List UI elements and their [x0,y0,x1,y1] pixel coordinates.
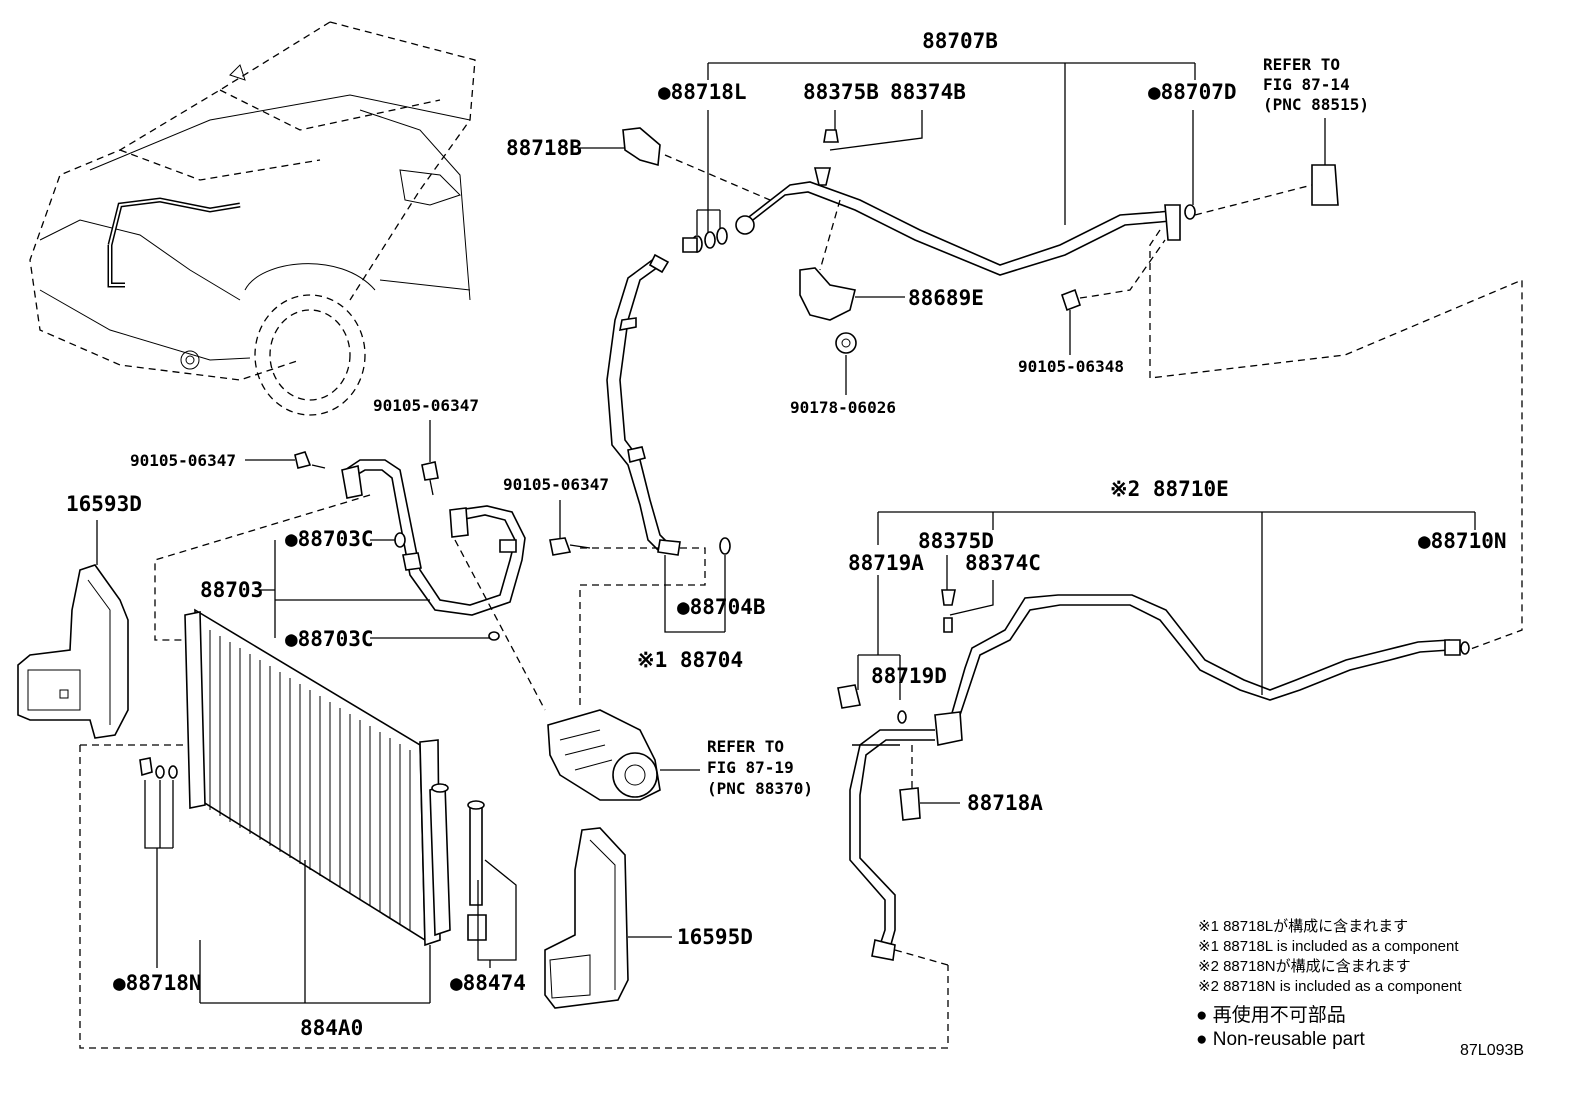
label-88710E: ※2 88710E [1110,477,1229,501]
vehicle-illustration [29,21,476,416]
part-labels: 88707B ●88718L 88375B 88374B ●88707D REF… [66,29,1507,1040]
shroud-left [17,520,129,739]
label-88718N: ●88718N [113,971,202,995]
compressor [547,709,700,801]
label-88718L: ●88718L [658,80,747,104]
label-88374B: 88374B [890,80,966,104]
label-88375D: 88375D [918,529,994,553]
note-1-en: ※1 88718L is included as a component [1198,938,1459,955]
label-90178-06026: 90178-06026 [790,398,896,417]
footnotes: ※1 88718Lが構成に含まれます ※1 88718L is included… [1196,918,1524,1059]
label-88703C-bottom: ●88703C [285,627,374,651]
label-90105-06347-top: 90105-06347 [373,396,479,415]
label-88374C: 88374C [965,551,1041,575]
shroud-right [544,827,672,1009]
refer-fig-87-19-line3: (PNC 88370) [707,779,813,798]
label-88707D: ●88707D [1148,80,1237,104]
label-88375B: 88375B [803,80,879,104]
condenser [79,608,949,1049]
label-88707B: 88707B [922,29,998,53]
label-88718A: 88718A [967,791,1043,815]
label-16595D: 16595D [677,925,753,949]
label-90105-06347-mid: 90105-06347 [503,475,609,494]
label-88703C-top: ●88703C [285,527,374,551]
label-88474: ●88474 [450,971,526,995]
refer-fig-87-14-line2: FIG 87-14 [1263,75,1350,94]
label-90105-06347-left: 90105-06347 [130,451,236,470]
suction-hose-assembly [549,253,731,710]
discharge-hose-assembly [580,62,1523,651]
label-88719D: 88719D [871,664,947,688]
note-2-jp: ※2 88718Nが構成に含まれます [1198,958,1411,975]
label-88703: 88703 [200,578,263,602]
label-88689E: 88689E [908,286,984,310]
label-88719A: 88719A [848,551,924,575]
label-88710N: ●88710N [1418,529,1507,553]
refer-fig-87-14-line1: REFER TO [1263,55,1340,74]
refer-fig-87-19-line1: REFER TO [707,737,784,756]
label-90105-06348: 90105-06348 [1018,357,1124,376]
legend-non-reusable-en: ● Non-reusable part [1196,1029,1366,1050]
note-2-en: ※2 88718N is included as a component [1198,978,1462,995]
label-88704: ※1 88704 [637,648,743,672]
note-1-jp: ※1 88718Lが構成に含まれます [1198,918,1408,935]
label-88718B: 88718B [506,136,582,160]
label-884A0: 884A0 [300,1016,363,1040]
diagram-id: 87L093B [1460,1042,1524,1059]
label-16593D: 16593D [66,492,142,516]
refer-fig-87-14-line3: (PNC 88515) [1263,95,1369,114]
condenser-fins [209,630,411,930]
refer-fig-87-19-line2: FIG 87-19 [707,758,794,777]
hose-88710E [837,511,1476,966]
legend-non-reusable-jp: ● 再使用不可部品 [1196,1004,1346,1026]
liquid-tube-assembly [154,420,546,711]
label-88704B: ●88704B [677,595,766,619]
